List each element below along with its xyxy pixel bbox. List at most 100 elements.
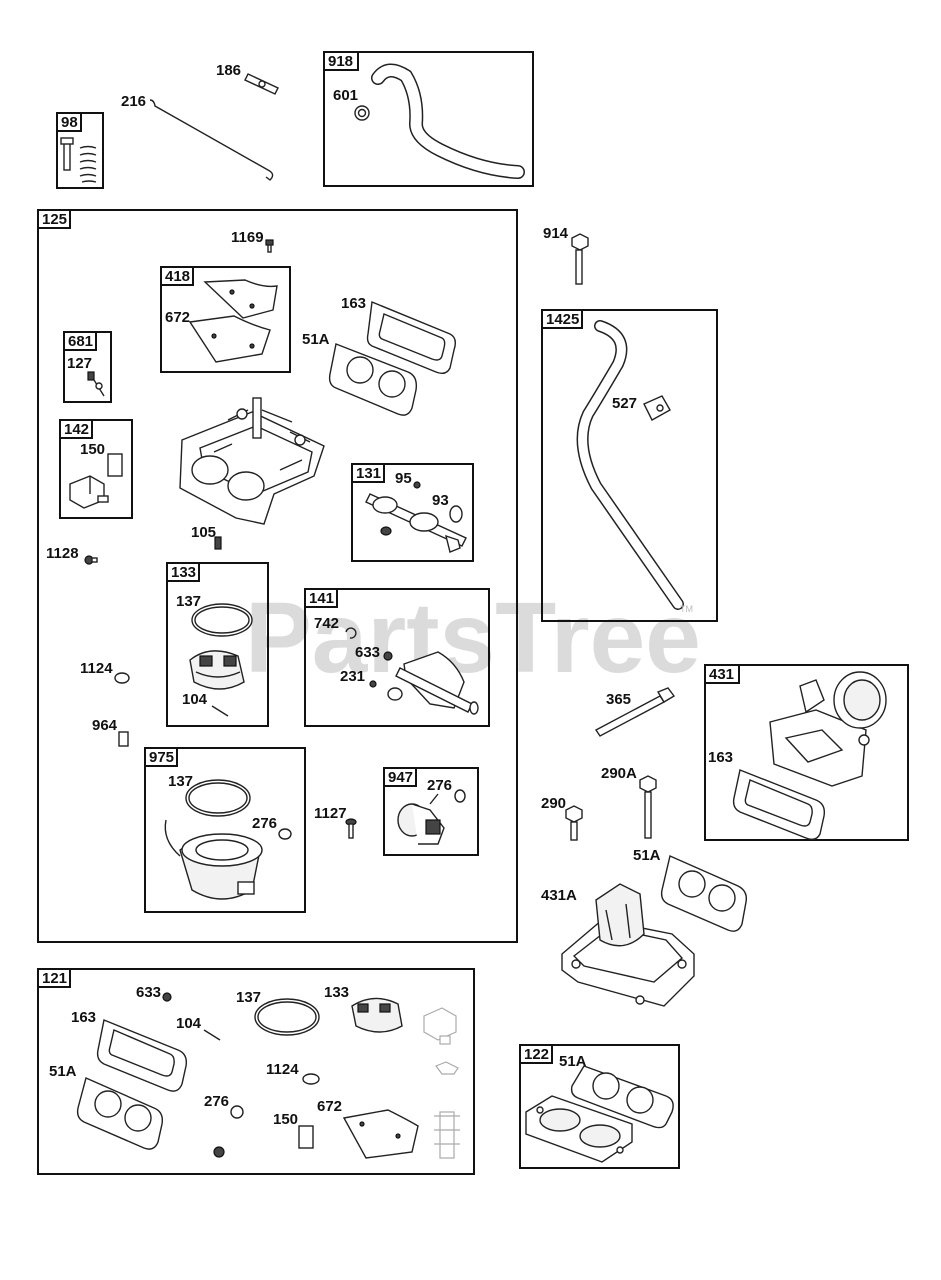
group-947-tag: 947 [388, 769, 413, 786]
bolt-290-part[interactable] [565, 805, 583, 841]
group-125[interactable]: 125 [37, 209, 518, 943]
group-122[interactable]: 122 51A [519, 1044, 680, 1169]
pin-104-part[interactable] [211, 705, 229, 717]
solenoid-faint-part[interactable] [423, 1007, 457, 1045]
spacer-122-part[interactable] [525, 1095, 633, 1163]
label-163c: 163 [71, 1009, 96, 1026]
gasket-51A-431A-part[interactable] [660, 855, 748, 932]
part-216-rod[interactable] [149, 99, 274, 181]
label-1124b: 1124 [266, 1061, 299, 1078]
trademark-text: TM [680, 604, 693, 614]
label-742: 742 [314, 615, 339, 632]
washer-1124-121-part[interactable] [302, 1073, 320, 1085]
group-122-tag: 122 [524, 1046, 549, 1063]
clip-742-part[interactable] [345, 627, 357, 639]
gasket-163-431-part[interactable] [732, 769, 826, 841]
gasket-163-part[interactable] [366, 301, 457, 375]
label-672b: 672 [317, 1098, 342, 1115]
group-133[interactable]: 133 137 104 [166, 562, 269, 727]
label-133: 133 [324, 984, 349, 1001]
choke-shaft-141-part[interactable] [395, 651, 479, 715]
plate-150-part[interactable] [107, 453, 123, 477]
label-104a: 104 [182, 691, 208, 708]
washer-1124-part[interactable] [114, 672, 130, 684]
part-186-pin[interactable] [244, 73, 279, 95]
spring-faint-part[interactable] [434, 1111, 460, 1159]
group-418-tag: 418 [165, 268, 190, 285]
breather-tube-1425-part[interactable] [576, 320, 684, 610]
group-98[interactable]: 98 [56, 112, 104, 189]
gasket-51A-part[interactable] [328, 343, 418, 416]
solenoid-142-part[interactable] [69, 475, 109, 509]
oring-137-121-part[interactable] [254, 998, 320, 1036]
solenoid-947-part[interactable] [397, 793, 445, 845]
label-105: 105 [191, 524, 216, 541]
sleeve-964-part[interactable] [118, 731, 129, 747]
label-1169: 1169 [231, 229, 264, 246]
group-131[interactable]: 131 95 93 [351, 463, 474, 562]
group-142[interactable]: 142 150 [59, 419, 133, 519]
intake-adapter-431-part[interactable] [769, 671, 887, 787]
bolt-365-part[interactable] [594, 687, 676, 737]
label-95: 95 [395, 470, 412, 487]
screw-1128-part[interactable] [84, 555, 98, 565]
gasket-plate-672-121-part[interactable] [342, 1109, 419, 1159]
gasket-51A-121-part[interactable] [76, 1077, 164, 1150]
group-121[interactable]: 121 [37, 968, 475, 1175]
screw-105-part[interactable] [214, 536, 222, 550]
label-365: 365 [606, 691, 631, 708]
group-133-tag: 133 [171, 564, 196, 581]
float-133-part[interactable] [189, 650, 245, 690]
label-186: 186 [216, 62, 241, 79]
gasket-163-121-part[interactable] [96, 1019, 188, 1092]
oring-975-part[interactable] [185, 779, 251, 817]
group-141[interactable]: 141 742 633 231 [304, 588, 490, 727]
group-98-tag: 98 [61, 114, 78, 131]
clip-527-part[interactable] [643, 395, 671, 421]
pin-104-121-part[interactable] [203, 1029, 221, 1041]
throttle-shaft-131-part[interactable] [365, 493, 467, 553]
carburetor-body-part[interactable] [179, 397, 325, 525]
intake-manifold-431A-part[interactable] [561, 883, 695, 1007]
gasket-plate-672-part[interactable] [188, 279, 278, 363]
group-975[interactable]: 975 137 276 [144, 747, 306, 913]
label-276c: 276 [204, 1093, 229, 1110]
bolt-290A-part[interactable] [639, 775, 657, 839]
float-133-121-part[interactable] [351, 997, 403, 1033]
group-1425[interactable]: 1425 527 TM [541, 309, 718, 622]
label-137a: 137 [176, 593, 201, 610]
label-601: 601 [333, 87, 358, 104]
label-163b: 163 [708, 749, 733, 766]
group-418[interactable]: 418 672 [160, 266, 291, 373]
group-918[interactable]: 918 601 [323, 51, 534, 187]
bolt-914-part[interactable] [571, 233, 589, 285]
group-142-tag: 142 [64, 421, 89, 438]
hose-clamp-part[interactable] [354, 105, 370, 121]
label-93: 93 [432, 492, 449, 509]
needle-127-part[interactable] [87, 371, 105, 397]
oring-137-part[interactable] [191, 603, 253, 637]
gasket-51A-122-part[interactable] [570, 1065, 674, 1129]
label-276a: 276 [252, 815, 277, 832]
float-bowl-975-part[interactable] [164, 819, 263, 900]
group-131-tag: 131 [356, 465, 381, 482]
screw-1127-part[interactable] [345, 818, 357, 839]
label-290: 290 [541, 795, 566, 812]
plate-150-121-part[interactable] [298, 1125, 314, 1149]
spring-bolt-part[interactable] [60, 137, 97, 183]
part-1169-screw[interactable] [265, 239, 274, 253]
label-1128: 1128 [46, 545, 79, 562]
label-216: 216 [121, 93, 146, 110]
group-947[interactable]: 947 276 [383, 767, 479, 856]
group-681[interactable]: 681 127 [63, 331, 112, 403]
label-1124a: 1124 [80, 660, 113, 677]
group-121-tag: 121 [42, 970, 67, 987]
group-431[interactable]: 431 163 [704, 664, 909, 841]
label-137c: 137 [236, 989, 261, 1006]
label-150b: 150 [273, 1111, 298, 1128]
bushing-93-part[interactable] [449, 505, 463, 523]
label-633a: 633 [355, 644, 380, 661]
label-276b: 276 [427, 777, 452, 794]
shaft-faint-part[interactable] [435, 1061, 459, 1075]
